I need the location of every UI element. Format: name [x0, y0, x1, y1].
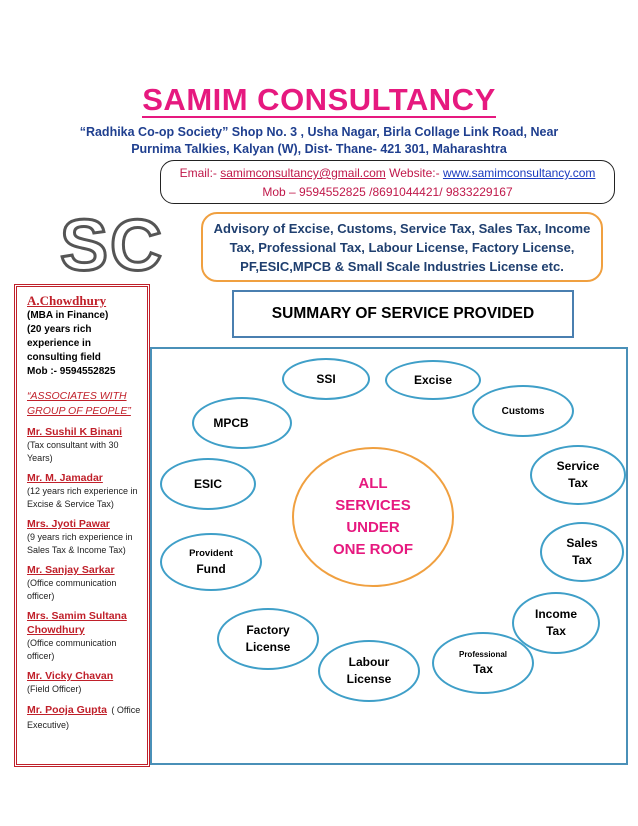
service-customs: Customs [472, 385, 574, 437]
advisory-box: Advisory of Excise, Customs, Service Tax… [201, 212, 603, 282]
member-desc: (Tax consultant with 30 Years) [27, 440, 119, 463]
center-line-1: ALL [358, 475, 388, 492]
sidebar-name: A.Chowdhury [27, 293, 107, 308]
contact-box: Email:- samimconsultancy@gmail.com Websi… [160, 160, 615, 204]
member-name: Mrs. Jyoti Pawar [27, 518, 110, 530]
member-row-last: Mr. Pooja Gupta ( Office Executive) [27, 702, 141, 732]
member-desc: (9 years rich experience in Sales Tax & … [27, 532, 133, 555]
center-line-2: SERVICES [335, 497, 411, 514]
service-esic: ESIC [160, 458, 256, 510]
member-desc: ( Office Executive) [27, 705, 141, 730]
contact-mobile: Mob – 9594552825 /8691044421/ 9833229167 [262, 185, 513, 199]
email-link[interactable]: samimconsultancy@gmail.com [220, 166, 386, 180]
sidebar-qual1: (MBA in Finance) [27, 310, 109, 321]
sidebar-qual2: (20 years rich experience in consulting … [27, 324, 101, 363]
member-name: Mrs. Samim Sultana Chowdhury [27, 610, 127, 636]
email-label: Email:- [179, 166, 221, 180]
center-ellipse: ALL SERVICES UNDER ONE ROOF [292, 447, 454, 587]
center-line-4: ONE ROOF [332, 541, 413, 558]
services-box [150, 347, 628, 765]
sc-logo-text: SC [60, 210, 164, 280]
center-line-3: UNDER [346, 519, 400, 536]
service-mpcb: MPCB [192, 397, 292, 449]
advisory-line-2: Tax, Professional Tax, Labour License, F… [229, 240, 575, 255]
sidebar: A.Chowdhury (MBA in Finance) (20 years r… [14, 284, 150, 767]
service-excise: Excise [385, 360, 481, 400]
website-label: Website:- [389, 166, 443, 180]
advisory-line-3: PF,ESIC,MPCB & Small Scale Industries Li… [240, 259, 564, 274]
member-name: Mr. Vicky Chavan [27, 670, 114, 682]
company-title: SAMIM CONSULTANCY [142, 82, 496, 118]
sidebar-mobile: Mob :- 9594552825 [27, 366, 116, 377]
service-ssi: SSI [282, 358, 370, 400]
member-desc: (Office communication officer) [27, 638, 117, 661]
member-name: Mr. Sushil K Binani [27, 426, 123, 438]
sidebar-associates: “ASSOCIATES WITH GROUP OF PEOPLE” [27, 390, 131, 417]
member-name: Mr. M. Jamadar [27, 472, 103, 484]
summary-title: SUMMARY OF SERVICE PROVIDED [232, 290, 574, 338]
contact-email-line: Email:- samimconsultancy@gmail.com Websi… [161, 164, 614, 183]
website-link[interactable]: www.samimconsultancy.com [442, 166, 596, 180]
member-name: Mr. Sanjay Sarkar [27, 564, 115, 576]
member-desc: (Office communication officer) [27, 578, 117, 601]
advisory-line-1: Advisory of Excise, Customs, Service Tax… [213, 221, 591, 236]
member-name: Mr. Pooja Gupta [27, 704, 107, 716]
address-line-1: “Radhika Co-op Society” Shop No. 3 , Ush… [79, 125, 559, 139]
member-desc: (Field Officer) [27, 684, 82, 694]
sc-logo: SC [58, 210, 164, 280]
address-line-2: Purnima Talkies, Kalyan (W), Dist- Thane… [131, 142, 507, 156]
company-address: “Radhika Co-op Society” Shop No. 3 , Ush… [60, 124, 578, 158]
member-desc: (12 years rich experience in Excise & Se… [27, 486, 138, 509]
